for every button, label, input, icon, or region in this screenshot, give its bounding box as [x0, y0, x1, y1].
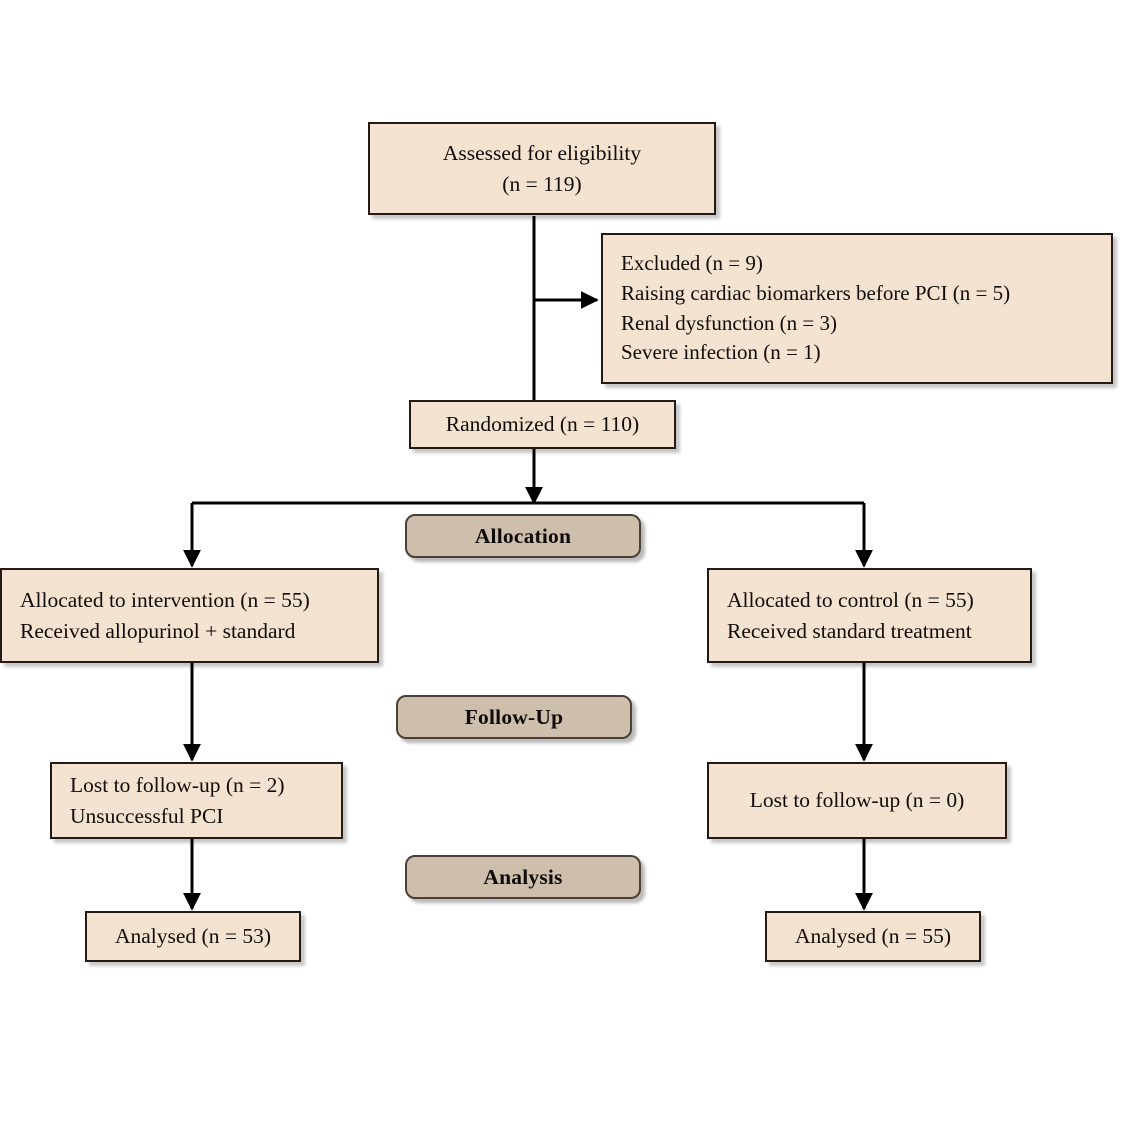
lost-control-line-1: Lost to follow-up (n = 0) — [749, 788, 965, 813]
stage-banner-allocation: Allocation — [405, 514, 641, 558]
analysed-control-line-1: Analysed (n = 55) — [794, 924, 952, 949]
node-allocated-to-intervention: Allocated to intervention (n = 55) Recei… — [0, 568, 379, 663]
node-allocated-to-control: Allocated to control (n = 55) Received s… — [707, 568, 1032, 663]
eligibility-line-1: Assessed for eligibility — [442, 140, 642, 165]
lost-intervention-line-2: Unsuccessful PCI — [70, 803, 224, 828]
excluded-line-1: Excluded (n = 9) — [621, 250, 763, 275]
excluded-line-2: Raising cardiac biomarkers before PCI (n… — [621, 280, 1011, 305]
node-lost-to-follow-up-intervention: Lost to follow-up (n = 2) Unsuccessful P… — [50, 762, 343, 839]
node-analysed-intervention: Analysed (n = 53) — [85, 911, 301, 962]
stage-banner-follow-up: Follow-Up — [396, 695, 632, 739]
node-lost-to-follow-up-control: Lost to follow-up (n = 0) — [707, 762, 1007, 839]
node-excluded: Excluded (n = 9) Raising cardiac biomark… — [601, 233, 1113, 384]
node-assessed-for-eligibility: Assessed for eligibility (n = 119) — [368, 122, 716, 215]
node-randomized: Randomized (n = 110) — [409, 400, 676, 449]
allocated-control-line-1: Allocated to control (n = 55) — [727, 587, 974, 612]
randomized-line-1: Randomized (n = 110) — [445, 412, 640, 437]
stage-banner-analysis: Analysis — [405, 855, 641, 899]
analysed-intervention-line-1: Analysed (n = 53) — [114, 924, 272, 949]
allocated-intervention-line-1: Allocated to intervention (n = 55) — [20, 587, 310, 612]
excluded-line-4: Severe infection (n = 1) — [621, 340, 821, 365]
node-analysed-control: Analysed (n = 55) — [765, 911, 981, 962]
eligibility-line-2: (n = 119) — [502, 171, 582, 196]
lost-intervention-line-1: Lost to follow-up (n = 2) — [70, 772, 285, 797]
allocated-intervention-line-2: Received allopurinol + standard — [20, 618, 296, 643]
allocated-control-line-2: Received standard treatment — [727, 618, 972, 643]
excluded-line-3: Renal dysfunction (n = 3) — [621, 310, 837, 335]
